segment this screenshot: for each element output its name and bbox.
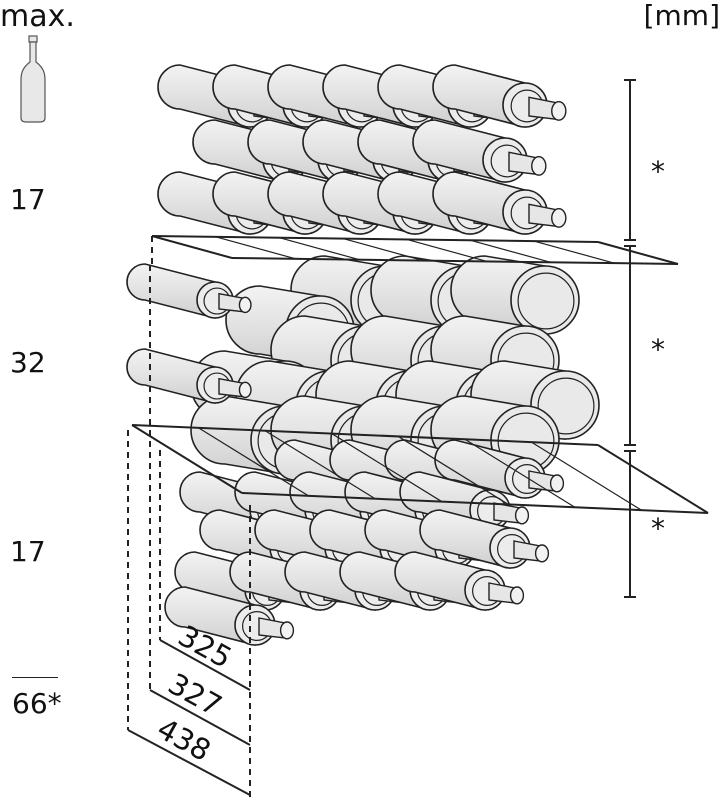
- bottle: [432, 171, 567, 236]
- bottle: [450, 255, 580, 335]
- bottle: [432, 64, 567, 129]
- total-count: 66*: [12, 687, 62, 720]
- top-height-marker: *: [651, 155, 665, 188]
- shelves: [131, 235, 709, 514]
- total-rule: [12, 677, 58, 678]
- shelf: [151, 235, 679, 265]
- bottle: [412, 119, 547, 184]
- bottom-shelf-count: 17: [10, 535, 46, 568]
- bottle-rows-back: [157, 64, 567, 236]
- bottle: [394, 551, 525, 612]
- bottle: [434, 439, 565, 500]
- bottle: [164, 586, 295, 647]
- depth-dimensions: [127, 265, 251, 798]
- unit-label: [mm]: [643, 0, 720, 32]
- middle-height-marker: *: [651, 333, 665, 366]
- bottle: [419, 509, 550, 570]
- wine-bottle-icon: [20, 35, 46, 123]
- max-label: max.: [0, 0, 75, 34]
- middle-shelf-count: 32: [10, 346, 46, 379]
- bottle: [126, 263, 252, 320]
- top-shelf-count: 17: [10, 183, 46, 216]
- height-bracket: [624, 79, 636, 598]
- bottle-rows-front: [126, 255, 600, 647]
- bottom-height-marker: *: [651, 512, 665, 545]
- bottle: [126, 348, 252, 405]
